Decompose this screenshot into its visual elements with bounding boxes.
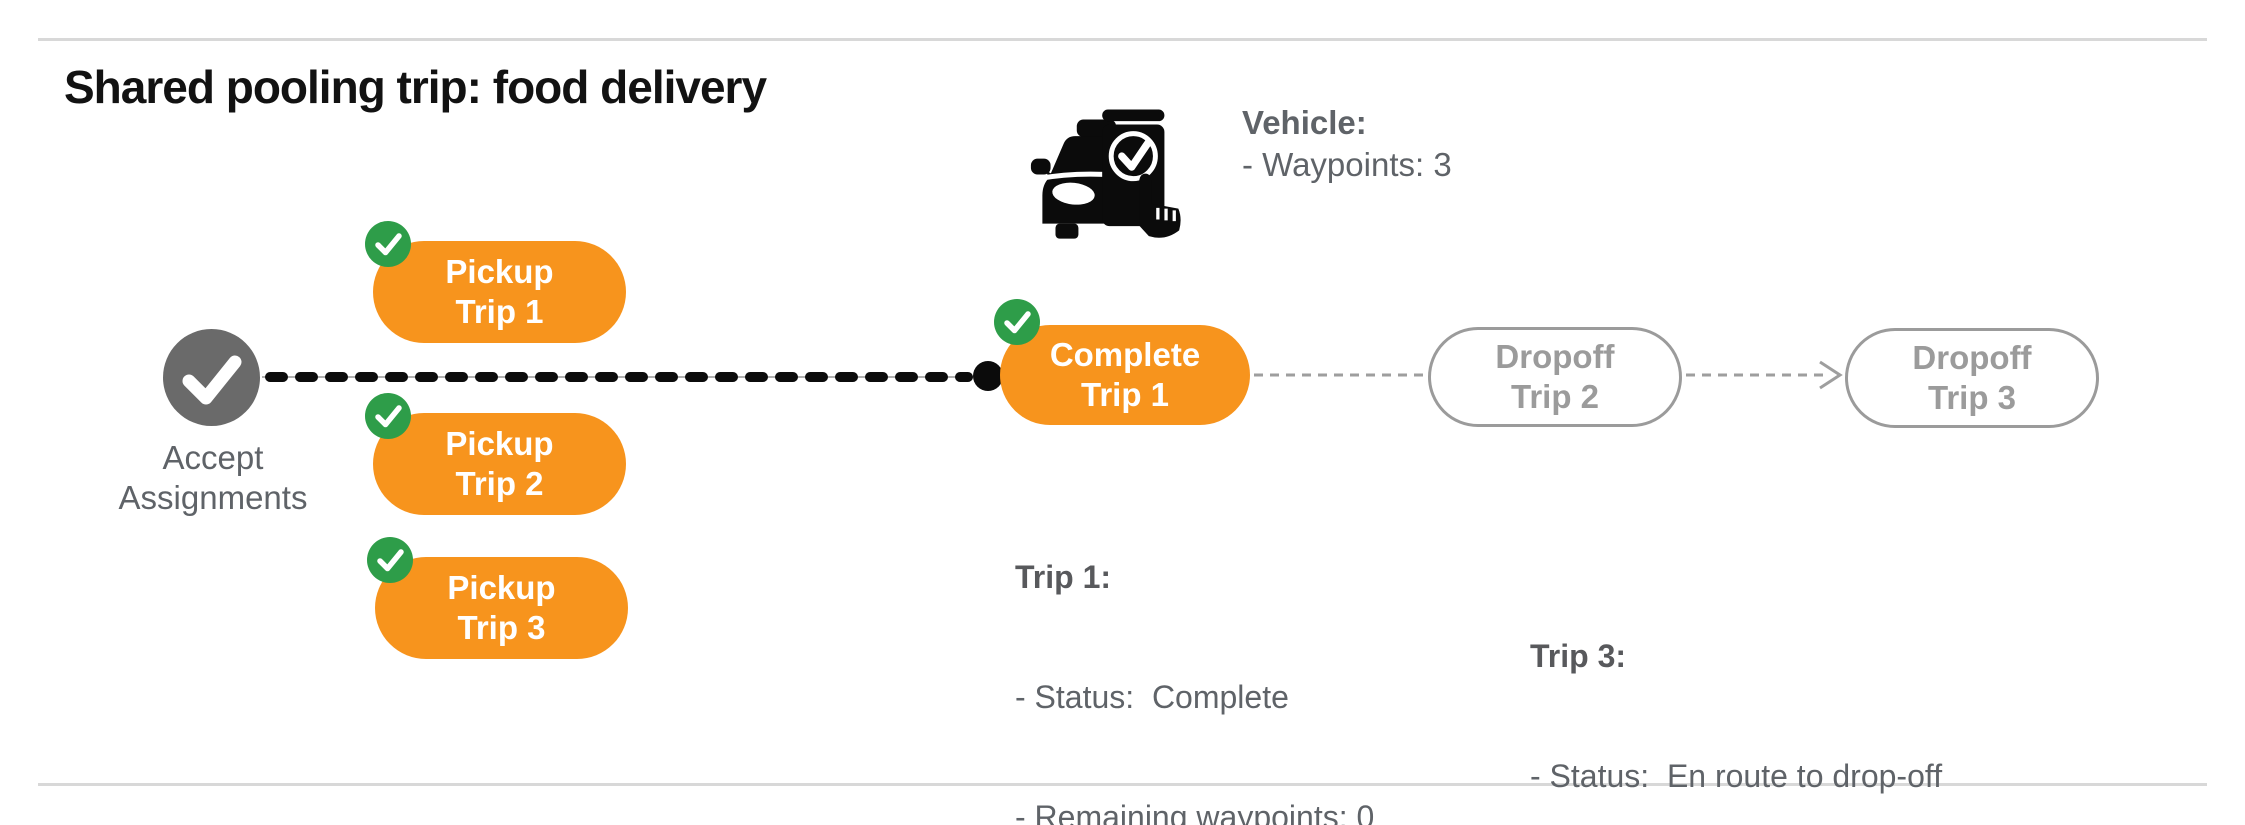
pill-label-line1: Pickup xyxy=(447,569,556,606)
current-position-dot xyxy=(973,361,1003,391)
pill-label-line2: Trip 1 xyxy=(1080,376,1170,413)
check-badge-icon xyxy=(994,299,1040,345)
accept-label-line1: Accept xyxy=(162,439,264,476)
node-accept-assignments xyxy=(163,329,260,426)
trip1-heading: Trip 1: xyxy=(1015,559,1112,595)
accept-assignments-label: Accept Assignments xyxy=(63,438,363,518)
node-pickup-trip-3: Pickup Trip 3 xyxy=(367,537,628,659)
node-pickup-trip-2: Pickup Trip 2 xyxy=(365,393,626,515)
check-badge-icon xyxy=(365,221,411,267)
vehicle-waypoints: - Waypoints: 3 xyxy=(1242,146,1452,183)
trip3-heading: Trip 3: xyxy=(1530,638,1627,674)
pill-label-line2: Trip 2 xyxy=(455,465,544,502)
pill-label-line1: Dropoff xyxy=(1495,338,1615,375)
pill-label-line1: Pickup xyxy=(445,425,554,462)
pill-label-line2: Trip 1 xyxy=(455,293,544,330)
node-dropoff-trip-3: Dropoff Trip 3 xyxy=(1845,328,2099,428)
page-title: Shared pooling trip: food delivery xyxy=(64,61,767,113)
check-badge-icon xyxy=(367,537,413,583)
trip-status-block-left: Trip 1: - Status: Complete - Remaining w… xyxy=(1015,477,1427,825)
pill-label-line1: Pickup xyxy=(445,253,554,290)
dashed-arrow-icon xyxy=(1819,360,1843,390)
car-phone-check-icon xyxy=(1030,109,1181,239)
pill-label-line1: Dropoff xyxy=(1912,339,2032,376)
trip1-waypoints: - Remaining waypoints: 0 xyxy=(1015,799,1375,825)
trip1-status: - Status: Complete xyxy=(1015,679,1289,715)
check-badge-icon xyxy=(365,393,411,439)
pill-label-line2: Trip 3 xyxy=(1927,379,2017,416)
pill-label-line2: Trip 3 xyxy=(457,609,546,646)
vehicle-info: Vehicle: - Waypoints: 3 xyxy=(1242,102,1452,186)
accept-label-line2: Assignments xyxy=(118,479,308,516)
trip-status-block-right: Trip 3: - Status: En route to drop-off -… xyxy=(1530,556,1942,825)
top-divider xyxy=(38,38,2207,41)
node-complete-trip-1: Complete Trip 1 xyxy=(994,299,1250,425)
bottom-divider xyxy=(38,783,2207,786)
check-icon xyxy=(182,355,242,405)
node-dropoff-trip-2: Dropoff Trip 2 xyxy=(1428,327,1682,427)
pill-label-line1: Complete xyxy=(1049,336,1201,373)
vehicle-heading: Vehicle: xyxy=(1242,104,1367,141)
pill-label-line2: Trip 2 xyxy=(1510,378,1600,415)
trip3-status: - Status: En route to drop-off xyxy=(1530,758,1943,794)
node-pickup-trip-1: Pickup Trip 1 xyxy=(365,221,626,343)
